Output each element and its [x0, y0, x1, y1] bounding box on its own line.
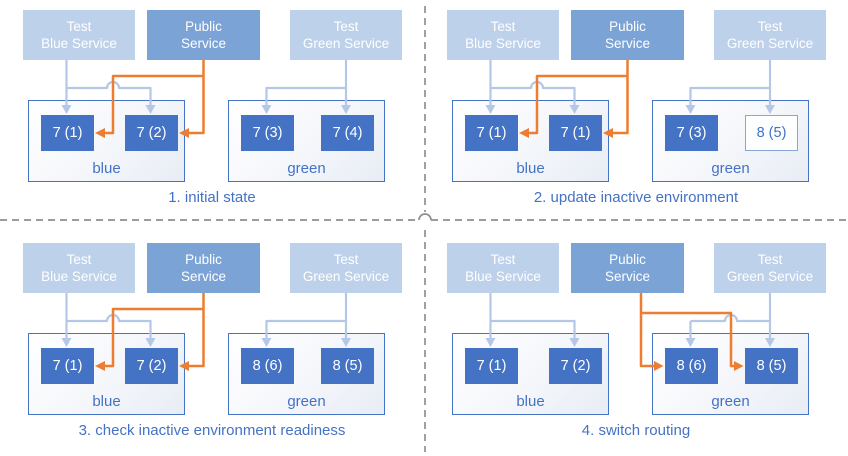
blue-environment-box: 7 (1) 7 (1) blue	[452, 100, 609, 182]
blue-pod-2: 7 (2)	[125, 115, 178, 151]
service-label-line2: Blue Service	[465, 269, 541, 284]
service-label-line2: Service	[180, 269, 226, 284]
blue-pod-2: 7 (2)	[549, 348, 602, 384]
green-pod-2: 8 (5)	[321, 348, 374, 384]
blue-env-label: blue	[516, 160, 545, 177]
step-1-panel: Test Blue Service Public Service Test Gr…	[0, 0, 424, 228]
service-label-line2: Green Service	[726, 36, 814, 51]
service-label-line1: Test	[490, 19, 516, 34]
step-1-caption: 1. initial state	[168, 189, 256, 206]
service-label-line1: Test	[490, 252, 516, 267]
blue-pod-2: 7 (1)	[549, 115, 602, 151]
service-label-line2: Blue Service	[41, 269, 117, 284]
green-env-label: green	[287, 160, 326, 177]
service-label-line1: Public	[609, 19, 646, 34]
blue-env-label: blue	[92, 393, 121, 410]
step-2-caption: 2. update inactive environment	[533, 189, 739, 206]
green-env-label: green	[711, 160, 750, 177]
blue-pod-1: 7 (1)	[465, 115, 518, 151]
service-label-line2: Service	[604, 269, 650, 284]
green-pod-1: 8 (6)	[665, 348, 718, 384]
green-pod-1: 8 (6)	[241, 348, 294, 384]
service-label-line1: Test	[757, 19, 783, 34]
test-blue-service-box: Test Blue Service	[447, 10, 559, 60]
green-environment-box: 8 (6) 8 (5) green	[228, 333, 385, 415]
step-3-caption: 3. check inactive environment readiness	[78, 422, 346, 439]
step-4-caption: 4. switch routing	[581, 422, 691, 439]
test-blue-service-box: Test Blue Service	[447, 243, 559, 293]
public-service-box: Public Service	[571, 243, 684, 293]
blue-pod-2: 7 (2)	[125, 348, 178, 384]
green-pod-2: 8 (5)	[745, 115, 798, 151]
service-label-line2: Green Service	[302, 269, 390, 284]
green-pod-2: 7 (4)	[321, 115, 374, 151]
test-green-service-box: Test Green Service	[290, 10, 402, 60]
blue-environment-box: 7 (1) 7 (2) blue	[28, 100, 185, 182]
blue-env-label: blue	[516, 393, 545, 410]
service-label-line1: Test	[333, 252, 359, 267]
service-label-line2: Service	[604, 36, 650, 51]
green-env-label: green	[711, 393, 750, 410]
service-label-line2: Blue Service	[465, 36, 541, 51]
step-2-panel: Test Blue Service Public Service Test Gr…	[424, 0, 848, 228]
service-label-line1: Test	[66, 252, 92, 267]
green-environment-box: 8 (6) 8 (5) green	[652, 333, 809, 415]
step-4-panel: Test Blue Service Public Service Test Gr…	[424, 233, 848, 456]
public-service-box: Public Service	[147, 243, 260, 293]
service-label-line1: Public	[609, 252, 646, 267]
green-pod-1: 7 (3)	[665, 115, 718, 151]
service-label-line2: Service	[180, 36, 226, 51]
test-blue-service-box: Test Blue Service	[23, 243, 135, 293]
connector-line	[189, 293, 205, 368]
service-label-line1: Public	[185, 252, 222, 267]
blue-pod-1: 7 (1)	[465, 348, 518, 384]
blue-pod-1: 7 (1)	[41, 115, 94, 151]
connector-line	[613, 60, 629, 135]
blue-environment-box: 7 (1) 7 (2) blue	[28, 333, 185, 415]
connector-line	[690, 313, 770, 323]
service-label-line1: Test	[66, 19, 92, 34]
service-label-line1: Test	[333, 19, 359, 34]
service-label-line1: Test	[757, 252, 783, 267]
test-green-service-box: Test Green Service	[714, 243, 826, 293]
blue-env-label: blue	[92, 160, 121, 177]
service-label-line2: Green Service	[726, 269, 814, 284]
blue-pod-1: 7 (1)	[41, 348, 94, 384]
test-blue-service-box: Test Blue Service	[23, 10, 135, 60]
test-green-service-box: Test Green Service	[714, 10, 826, 60]
green-env-label: green	[287, 393, 326, 410]
service-label-line2: Blue Service	[41, 36, 117, 51]
green-pod-2: 8 (5)	[745, 348, 798, 384]
public-service-box: Public Service	[571, 10, 684, 60]
step-3-panel: Test Blue Service Public Service Test Gr…	[0, 233, 424, 456]
blue-environment-box: 7 (1) 7 (2) blue	[452, 333, 609, 415]
test-green-service-box: Test Green Service	[290, 243, 402, 293]
green-pod-1: 7 (3)	[241, 115, 294, 151]
connector-line	[189, 60, 205, 135]
service-label-line1: Public	[185, 19, 222, 34]
green-environment-box: 7 (3) 8 (5) green	[652, 100, 809, 182]
public-service-box: Public Service	[147, 10, 260, 60]
service-label-line2: Green Service	[302, 36, 390, 51]
green-environment-box: 7 (3) 7 (4) green	[228, 100, 385, 182]
